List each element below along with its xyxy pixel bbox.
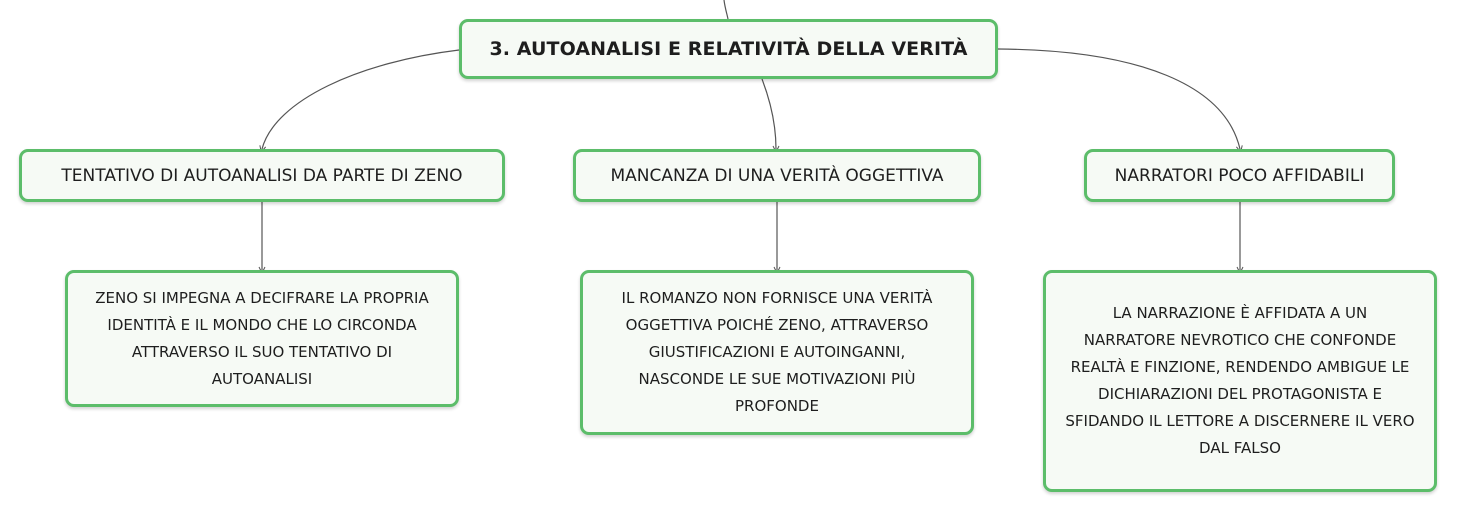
subtopic-text: LA NARRAZIONE È AFFIDATA A UN NARRATORE … <box>1065 300 1414 462</box>
text-line: DICHIARAZIONI DEL PROTAGONISTA E <box>1098 385 1382 403</box>
text-line: PROFONDE <box>735 397 819 415</box>
topic-tentativo-di-autoanalisi[interactable]: TENTATIVO DI AUTOANALISI DA PARTE DI ZEN… <box>19 149 505 202</box>
topic-label: MANCANZA DI UNA VERITÀ OGGETTIVA <box>610 165 944 186</box>
text-line: NARRATORE NEVROTICO CHE CONFONDE <box>1083 331 1397 349</box>
text-line: OGGETTIVA POICHÉ ZENO, ATTRAVERSO <box>625 316 929 334</box>
topic-label: NARRATORI POCO AFFIDABILI <box>1114 165 1365 186</box>
connector-root-to-branch-3 <box>997 48 1240 149</box>
topic-label: TENTATIVO DI AUTOANALISI DA PARTE DI ZEN… <box>61 165 463 186</box>
text-line: ATTRAVERSO IL SUO TENTATIVO DI <box>131 342 393 361</box>
text-line: GIUSTIFICAZIONI E AUTOINGANNI, <box>648 343 906 361</box>
central-topic[interactable]: 3. AUTOANALISI E RELATIVITÀ DELLA VERITÀ <box>459 19 998 79</box>
connector-root-to-branch-1 <box>262 49 460 149</box>
subtopic-verita-detail[interactable]: IL ROMANZO NON FORNISCE UNA VERITÀ OGGET… <box>580 270 974 435</box>
text-line: IL ROMANZO NON FORNISCE UNA VERITÀ <box>621 289 933 307</box>
subtopic-text: ZENO SI IMPEGNA A DECIFRARE LA PROPRIA I… <box>95 285 429 393</box>
text-line: SFIDANDO IL LETTORE A DISCERNERE IL VERO <box>1065 412 1415 430</box>
subtopic-text: IL ROMANZO NON FORNISCE UNA VERITÀ OGGET… <box>622 285 933 420</box>
text-line: ZENO SI IMPEGNA A DECIFRARE LA PROPRIA <box>95 288 429 307</box>
connector-root-to-branch-2 <box>761 78 776 149</box>
topic-narratori-poco-affidabili[interactable]: NARRATORI POCO AFFIDABILI <box>1084 149 1395 202</box>
incoming-connector <box>723 0 729 20</box>
subtopic-narratori-detail[interactable]: LA NARRAZIONE È AFFIDATA A UN NARRATORE … <box>1043 270 1437 492</box>
text-line: IDENTITÀ E IL MONDO CHE LO CIRCONDA <box>107 315 417 334</box>
text-line: NASCONDE LE SUE MOTIVAZIONI PIÙ <box>638 370 916 388</box>
text-line: DAL FALSO <box>1199 439 1281 457</box>
text-line: AUTOANALISI <box>211 369 313 388</box>
text-line: REALTÀ E FINZIONE, RENDENDO AMBIGUE LE <box>1070 358 1410 376</box>
topic-mancanza-di-verita-oggettiva[interactable]: MANCANZA DI UNA VERITÀ OGGETTIVA <box>573 149 981 202</box>
subtopic-autoanalisi-detail[interactable]: ZENO SI IMPEGNA A DECIFRARE LA PROPRIA I… <box>65 270 459 407</box>
text-line: LA NARRAZIONE È AFFIDATA A UN <box>1112 304 1368 322</box>
central-topic-label: 3. AUTOANALISI E RELATIVITÀ DELLA VERITÀ <box>489 38 968 60</box>
